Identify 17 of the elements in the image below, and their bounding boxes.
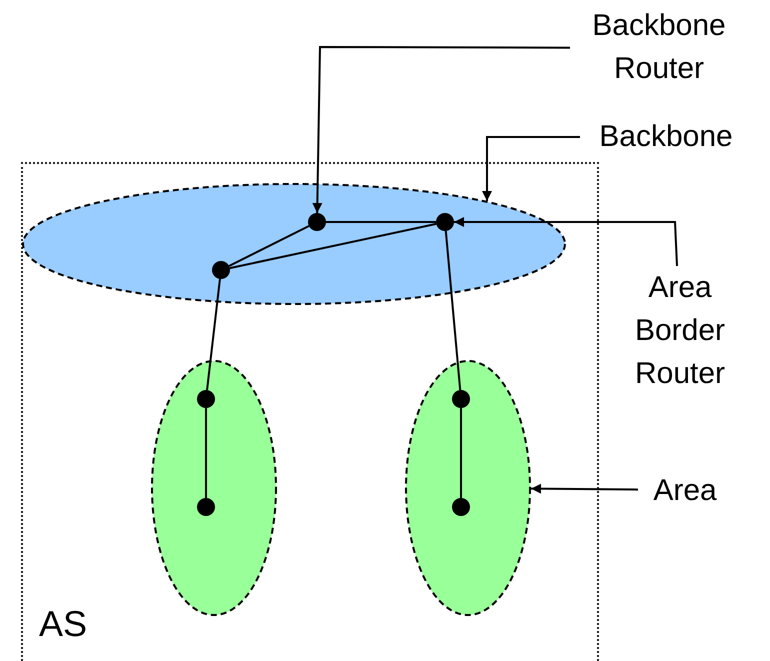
callout-label: Backbone — [598, 119, 734, 155]
link-line — [206, 278, 221, 390]
region-label: AS — [39, 604, 88, 644]
callout-label: Area — [652, 473, 718, 509]
link-line — [326, 221, 436, 223]
leader-line — [312, 46, 570, 214]
link-line — [205, 408, 207, 498]
link-line — [444, 230, 462, 390]
region-box — [21, 162, 599, 661]
leader-line — [482, 136, 580, 202]
callout-label: Area Border Router — [634, 270, 726, 392]
link-line — [230, 222, 436, 270]
leader-line — [530, 484, 638, 494]
link-line — [228, 225, 310, 267]
callout-label: Backbone Router — [591, 8, 727, 87]
link-line — [460, 408, 462, 498]
leader-line — [454, 217, 678, 266]
